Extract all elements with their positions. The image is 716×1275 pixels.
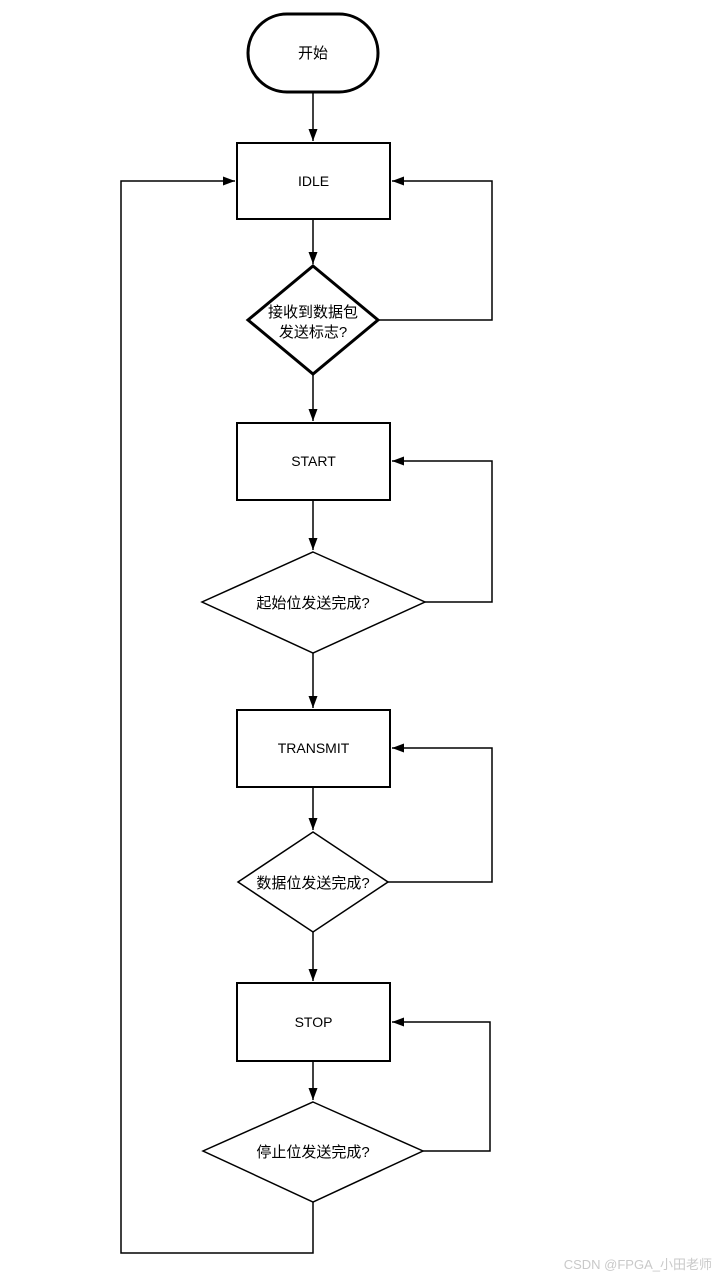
idle-state-box [236, 142, 391, 220]
state-stop-label: STOP [295, 1014, 333, 1030]
edge-loop-packet-decision-to-idle [378, 176, 493, 321]
decision-stop-bit [201, 1101, 425, 1203]
state-transmit-box [236, 709, 391, 788]
edge-loop-stopbit-decision-to-stop [392, 1017, 491, 1152]
start-terminator [246, 12, 380, 94]
state-start-label: START [291, 453, 336, 469]
edge-loop-databit-decision-to-transmit [388, 743, 493, 883]
state-stop-box [236, 982, 391, 1062]
decision-packet-flag-label-line2: 发送标志? [279, 324, 347, 341]
idle-state-label: IDLE [298, 173, 329, 189]
watermark: CSDN @FPGA_小田老师 [564, 1257, 712, 1272]
decision-start-bit-label: 起始位发送完成? [256, 595, 369, 612]
decision-packet-flag-label-line1: 接收到数据包 [268, 304, 358, 321]
decision-data-bit [236, 831, 390, 933]
decision-start-bit [200, 551, 427, 654]
state-start-box [236, 422, 391, 501]
decision-packet-flag [245, 264, 381, 376]
edge-loop-stopbit-decision-to-idle-return [120, 176, 314, 1254]
edge-loop-startbit-decision-to-start [392, 456, 493, 603]
decision-stop-bit-label: 停止位发送完成? [256, 1144, 369, 1161]
state-transmit-label: TRANSMIT [278, 740, 350, 756]
start-terminator-label: 开始 [298, 45, 328, 62]
decision-data-bit-label: 数据位发送完成? [256, 875, 369, 892]
